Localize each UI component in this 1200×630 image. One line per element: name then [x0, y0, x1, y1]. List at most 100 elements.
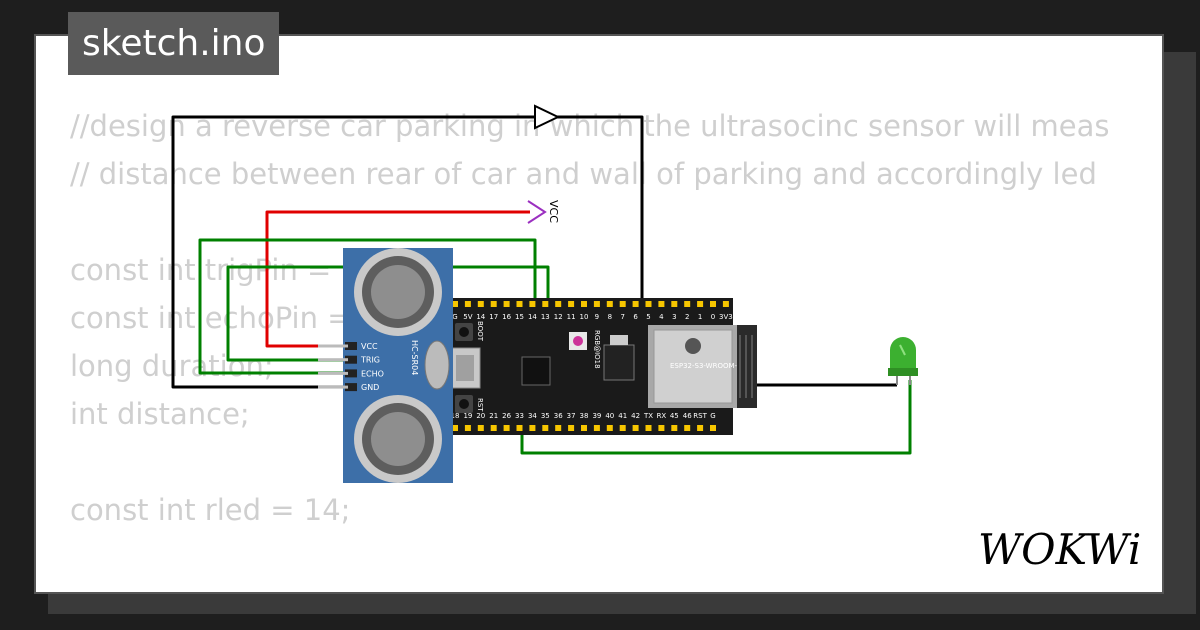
pin-dot: [658, 301, 665, 307]
code-line: long duration;: [70, 349, 274, 383]
top-pin-label: 5V: [463, 313, 472, 321]
led-green: [888, 337, 918, 385]
pin-dot: [568, 425, 575, 431]
pin-dot: [684, 301, 691, 307]
top-pin-label: 15: [515, 313, 524, 321]
pin-dot: [555, 425, 562, 431]
pin-dot: [503, 301, 510, 307]
code-line: // distance between rear of car and wall…: [70, 157, 1097, 191]
bottom-pin-label: 33: [515, 412, 524, 420]
pin-dot: [464, 425, 471, 431]
bottom-pin-label: 21: [489, 412, 498, 420]
sensor-pin-label: ECHO: [361, 369, 384, 378]
pin-dot: [452, 425, 458, 431]
module-label: ESP32-S3-WROOM-1: [670, 362, 741, 370]
top-pin-label: 14: [528, 313, 537, 321]
bottom-pin-label: 39: [592, 412, 601, 420]
pin-dot: [632, 301, 639, 307]
pin-dot: [645, 425, 652, 431]
pin-dot: [606, 301, 613, 307]
code-line: void setup() {: [70, 582, 1109, 592]
top-pin-label: G: [452, 313, 457, 321]
bottom-pin-label: 46: [683, 412, 692, 420]
pin-dot: [593, 301, 600, 307]
pin-dot: [710, 301, 716, 307]
pin-dot: [542, 425, 549, 431]
pin-dot: [452, 301, 458, 307]
espressif-logo-icon: [685, 338, 701, 354]
sensor-pin-lead: [318, 358, 348, 362]
pin-dot: [632, 425, 639, 431]
top-pin-label: 5: [646, 313, 650, 321]
pin-dot: [619, 425, 626, 431]
top-pin-label: 4: [659, 313, 664, 321]
bottom-pin-label: RX: [657, 412, 667, 420]
sensor-pin-label: TRIG: [360, 356, 380, 365]
pin-dot: [593, 425, 600, 431]
sensor-crystal: [424, 340, 450, 390]
pin-dot: [529, 425, 536, 431]
bottom-pin-label: 34: [528, 412, 537, 420]
wokwi-logo-text: WOKWi: [978, 525, 1141, 574]
code-line: const int trigPin =: [70, 253, 341, 287]
bottom-pin-label: 37: [567, 412, 576, 420]
bottom-pin-header: [452, 425, 716, 431]
sensor-pin-label: VCC: [361, 342, 378, 351]
boot-label: BOOT: [476, 321, 484, 342]
pin-dot: [581, 301, 587, 307]
rst-label: RST: [476, 398, 484, 412]
pin-dot: [490, 425, 497, 431]
sensor-pin: [345, 355, 357, 364]
pin-dot: [464, 301, 471, 307]
pin-dot: [490, 301, 497, 307]
top-pin-label: 16: [502, 313, 511, 321]
top-pin-label: 6: [633, 313, 638, 321]
pin-dot: [684, 425, 691, 431]
code-line: int distance;: [70, 397, 250, 431]
bottom-pin-label: 35: [541, 412, 550, 420]
top-pin-label: 7: [620, 313, 624, 321]
top-pin-label: 12: [554, 313, 563, 321]
top-pin-label: 17: [489, 313, 498, 321]
top-pin-label: 8: [608, 313, 612, 321]
wire-echo: [198, 238, 537, 375]
pin-dot: [568, 301, 575, 307]
bottom-pin-label: 20: [476, 412, 485, 420]
vcc-arrow-icon: [527, 200, 547, 224]
bottom-pin-label: 45: [670, 412, 679, 420]
top-pin-label: 3V3: [719, 313, 733, 321]
file-tab[interactable]: sketch.ino: [68, 12, 280, 75]
pin-dot: [477, 425, 484, 431]
pin-dot: [529, 301, 536, 307]
top-pin-label: 9: [595, 313, 599, 321]
pin-dot: [697, 301, 704, 307]
pin-dot: [555, 301, 562, 307]
top-pin-label: 1: [698, 313, 702, 321]
top-pin-label: 2: [685, 313, 689, 321]
wire-trig: [226, 265, 550, 362]
pin-dot: [477, 301, 484, 307]
bottom-pin-label: G: [710, 412, 715, 420]
sensor-name: HC-SR04: [410, 340, 419, 375]
sensor-pin-lead: [318, 385, 348, 389]
pin-dot: [581, 425, 587, 431]
bottom-pin-label: 18: [451, 412, 460, 420]
bottom-pin-label: RST: [693, 412, 707, 420]
pin-dot: [697, 425, 704, 431]
usb-chip: [521, 356, 551, 386]
sensor-pin: [345, 342, 357, 350]
wire-vcc: [265, 210, 530, 348]
vcc-label: VCC: [547, 200, 560, 223]
pin-dot: [645, 301, 652, 307]
wire-led: [520, 380, 912, 455]
code-preview: //design a reverse car parking in which …: [70, 102, 1109, 592]
pin-dot: [619, 301, 626, 307]
sensor-pin-lead: [318, 371, 348, 375]
bottom-pin-label: 38: [580, 412, 589, 420]
top-pin-label: 14: [476, 313, 485, 321]
voltage-regulator: [603, 344, 635, 381]
bottom-pin-label: 41: [618, 412, 627, 420]
top-pin-header: [452, 301, 729, 307]
bottom-pin-label: 26: [502, 412, 511, 420]
